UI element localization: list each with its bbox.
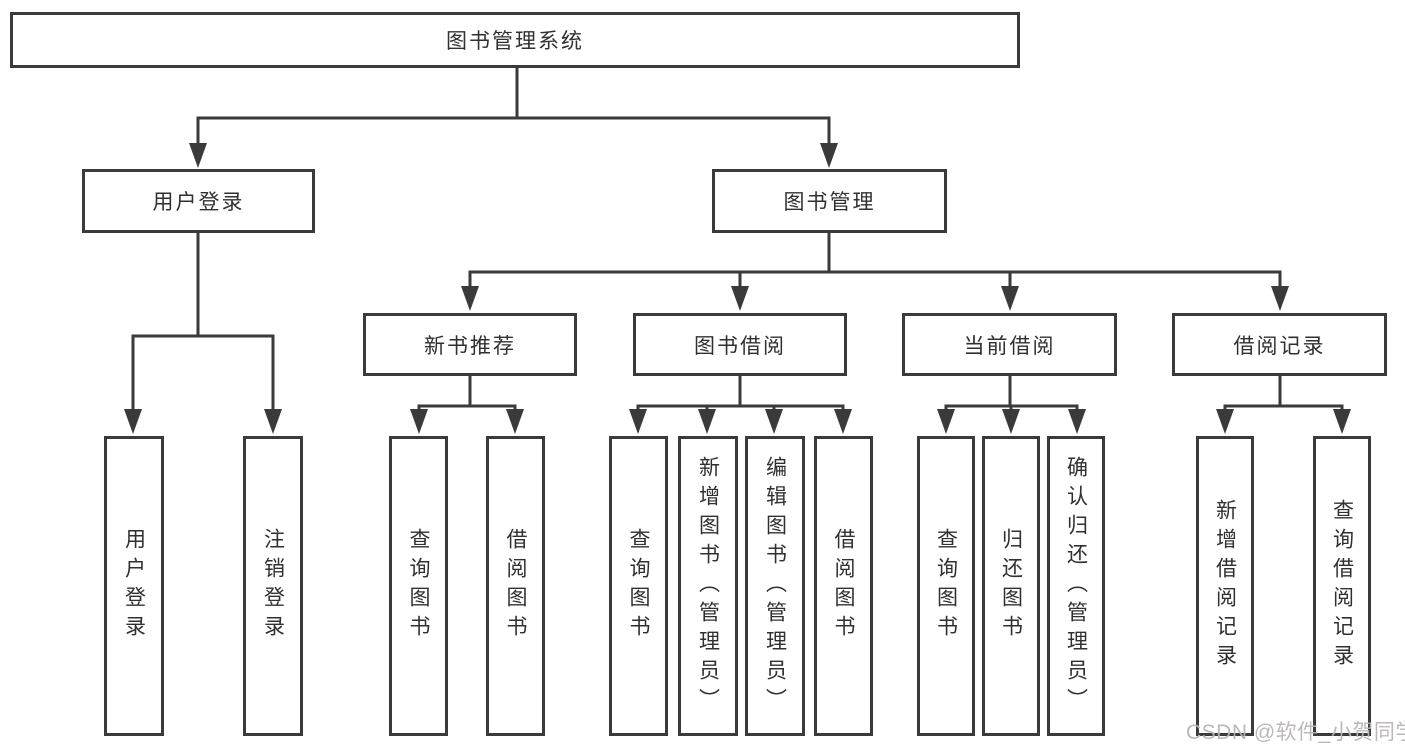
leaf-return-book: 归还图书 [982,436,1040,736]
leaf-query-borrow-record: 查询借阅记录 [1313,436,1371,736]
leaf-add-borrow-record-label: 新增借阅记录 [1213,499,1237,673]
leaf-confirm-return-admin-label: 确认归还（管理员） [1064,455,1088,717]
connector-user-login-children [131,229,275,414]
leaf-return-book-label: 归还图书 [999,528,1023,644]
leaf-query-books-1-label: 查询图书 [407,528,430,644]
leaf-user-login-label: 用户登录 [122,528,146,644]
connector-book-mgmt-children [468,229,1282,292]
node-user-login-label: 用户登录 [152,191,245,214]
node-new-book-recommend: 新书推荐 [363,313,577,376]
node-user-login: 用户登录 [82,169,315,233]
leaf-edit-book-admin-label: 编辑图书（管理员） [763,455,787,717]
leaf-add-book-admin: 新增图书（管理员） [678,436,738,736]
connector-current-borrow-children [944,371,1079,414]
leaf-add-book-admin-label: 新增图书（管理员） [696,455,720,717]
leaf-user-login: 用户登录 [104,436,164,736]
leaf-query-books-3: 查询图书 [917,436,975,736]
leaf-borrow-books-1: 借阅图书 [486,436,545,736]
node-book-borrowing-label: 图书借阅 [694,334,786,358]
node-borrowing-records: 借阅记录 [1172,313,1387,376]
connector-new-book-rec-children [417,371,517,414]
node-book-management: 图书管理 [712,169,947,233]
node-book-borrowing: 图书借阅 [633,313,847,376]
leaf-query-books-2: 查询图书 [609,436,668,736]
node-current-borrowing-label: 当前借阅 [963,334,1056,358]
connector-borrow-records-children [1223,371,1344,414]
leaf-query-books-2-label: 查询图书 [627,528,650,644]
leaf-edit-book-admin: 编辑图书（管理员） [745,436,805,736]
leaf-query-books-1: 查询图书 [389,436,448,736]
leaf-add-borrow-record: 新增借阅记录 [1196,436,1254,736]
node-book-management-label: 图书管理 [783,191,876,214]
node-new-book-recommend-label: 新书推荐 [424,334,516,358]
node-root: 图书管理系统 [10,12,1020,68]
leaf-logout-label: 注销登录 [261,528,285,644]
leaf-confirm-return-admin: 确认归还（管理员） [1047,436,1105,736]
connector-book-borrow-children [636,371,845,414]
csdn-watermark: CSDN @软件_小贺同学 [1186,721,1405,744]
leaf-borrow-books-2: 借阅图书 [814,436,873,736]
node-root-label: 图书管理系统 [446,30,584,53]
leaf-query-borrow-record-label: 查询借阅记录 [1330,499,1354,673]
node-current-borrowing: 当前借阅 [902,313,1117,376]
leaf-logout: 注销登录 [243,436,303,736]
leaf-borrow-books-2-label: 借阅图书 [832,528,855,644]
node-borrowing-records-label: 借阅记录 [1233,334,1326,358]
leaf-borrow-books-1-label: 借阅图书 [504,528,527,644]
connector-root-to-level2 [196,64,831,148]
leaf-query-books-3-label: 查询图书 [934,528,958,644]
